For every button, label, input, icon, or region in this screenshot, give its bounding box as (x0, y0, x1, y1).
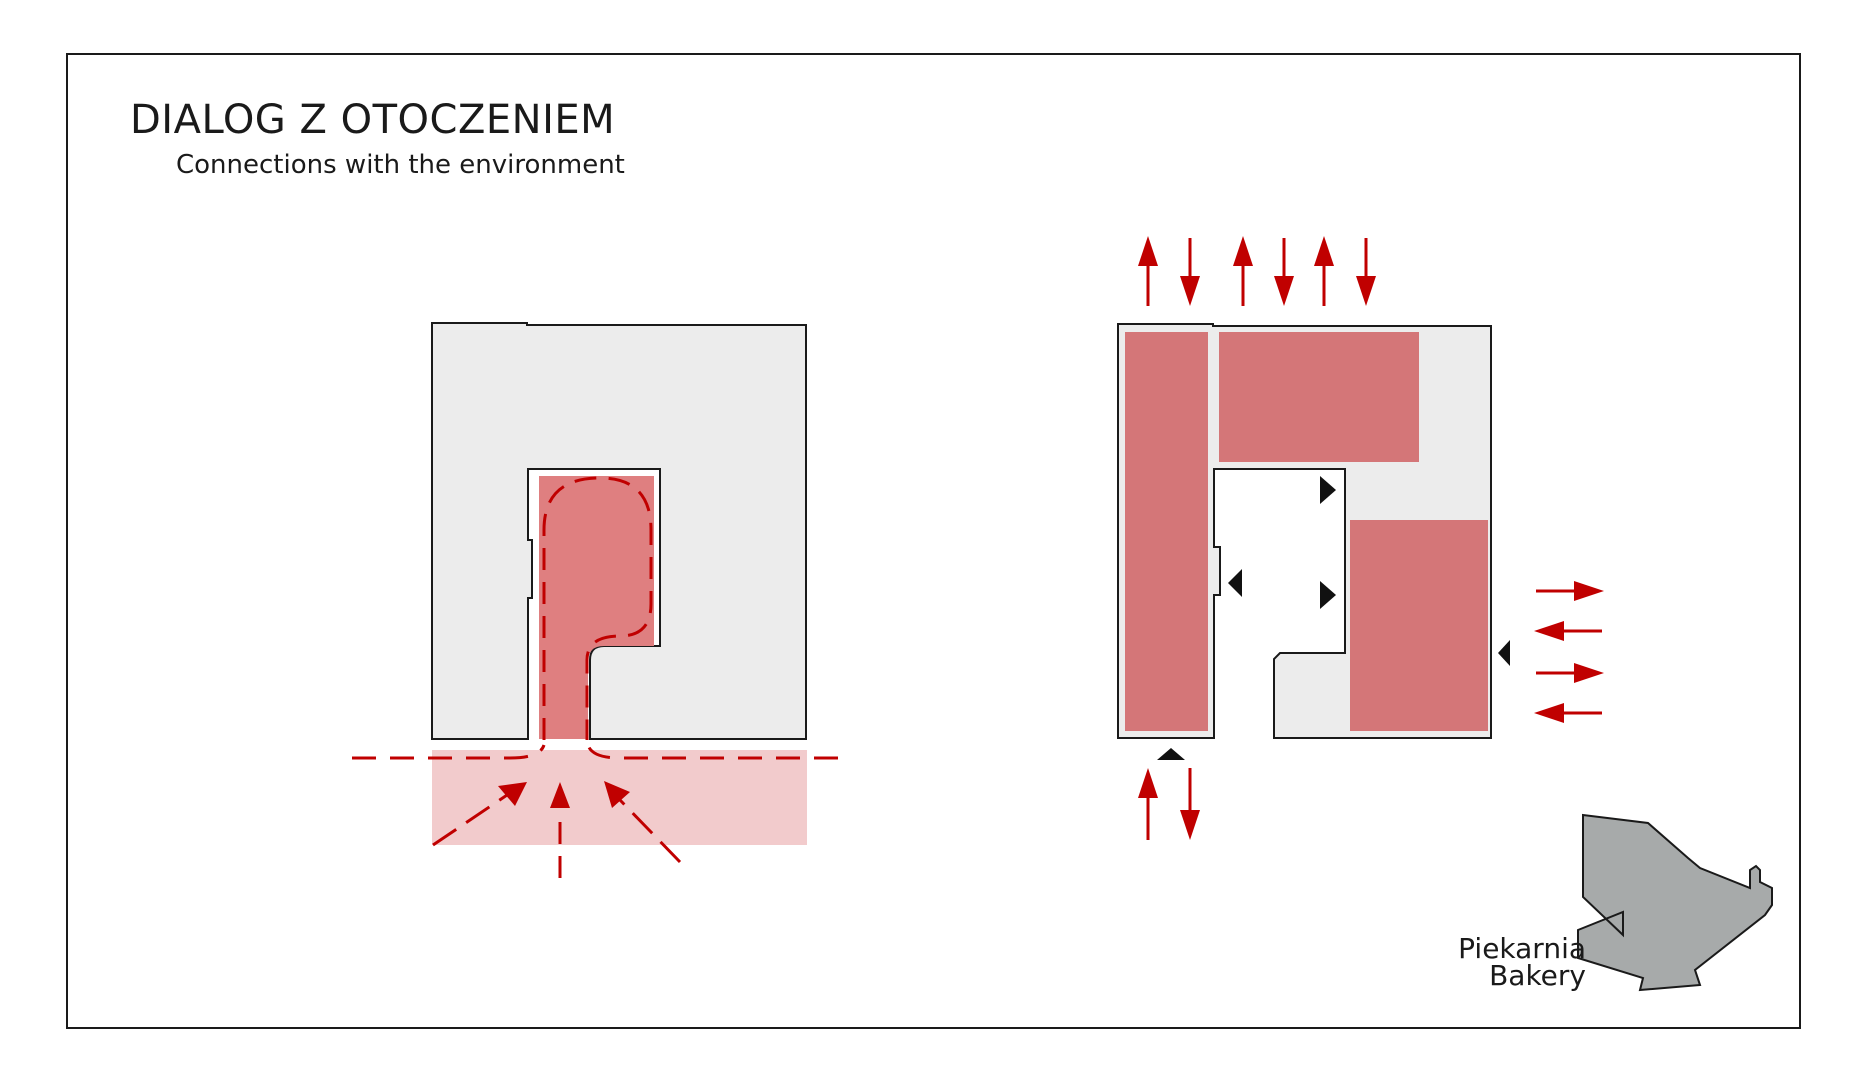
left-interior-zone (539, 476, 654, 739)
left-building-outline (431, 322, 807, 740)
page-title: DIALOG Z OTOCZENIEM (130, 97, 616, 143)
left-plan (352, 322, 838, 878)
arrowhead-center (550, 782, 570, 808)
approach-arrow-right (618, 798, 682, 864)
top-arrowheads (1138, 236, 1376, 306)
circulation-path (542, 476, 653, 740)
right-plan (1117, 236, 1604, 840)
entrance-marker-east (1498, 640, 1510, 666)
top-arrows (1146, 238, 1368, 306)
street-line-left (352, 744, 546, 760)
entrance-marker-mid (1320, 581, 1336, 609)
legend-label-pl: Piekarnia (1458, 932, 1586, 965)
entrance-marker-south (1157, 748, 1185, 760)
page-subtitle: Connections with the environment (176, 150, 625, 180)
zone-left-strip (1125, 332, 1208, 731)
south-arrowheads (1138, 768, 1200, 840)
approach-arrows (432, 791, 682, 878)
entrance-marker-inner (1228, 569, 1242, 597)
arrowhead-right (604, 781, 630, 808)
key-plan-shape (1577, 813, 1773, 992)
approach-arrow-left (432, 791, 511, 847)
zone-right-block (1350, 520, 1488, 731)
drawing-frame (66, 53, 1801, 1029)
key-plan (1577, 813, 1773, 992)
east-arrows (1536, 589, 1602, 715)
east-arrowheads (1534, 581, 1604, 723)
zone-top-block (1219, 332, 1419, 462)
entrance-marker-top (1320, 476, 1336, 504)
street-line-right (586, 744, 838, 760)
arrowhead-left (498, 782, 527, 806)
legend-label-en: Bakery (1489, 959, 1586, 992)
south-arrows (1146, 768, 1192, 840)
